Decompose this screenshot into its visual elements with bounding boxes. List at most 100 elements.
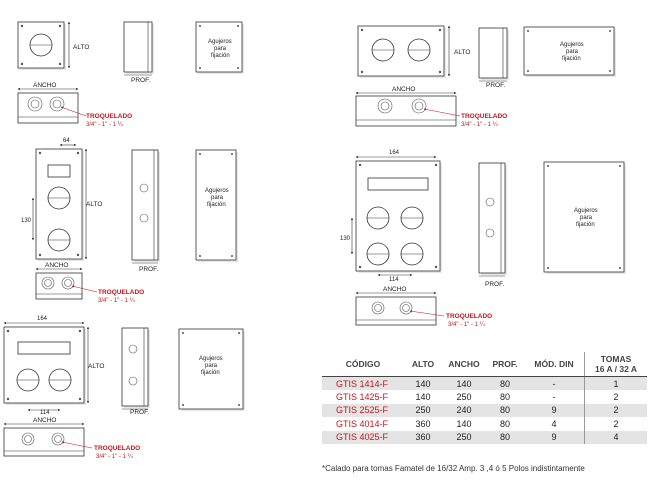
- ancho-label: ANCHO: [45, 262, 68, 269]
- prof-label: PROF.: [485, 281, 504, 288]
- cell-mod-din: -: [552, 392, 556, 403]
- agujeros-label: Agujeros: [199, 356, 223, 362]
- cell-prof: 80: [486, 430, 524, 444]
- table-row: GTIS 1425-F 140 250 80 - 2: [322, 390, 647, 404]
- cell-alto: 360: [404, 430, 442, 444]
- troquelado-label: TROQUELADO: [461, 113, 507, 120]
- cell-ancho: 140: [442, 376, 486, 391]
- cell-prof: 80: [486, 403, 524, 418]
- back-view: Agujeros para fijación: [178, 328, 245, 411]
- troquelado-sizes: 3/4" - 1" - 1 ¼: [448, 322, 486, 328]
- alto-label: ALTO: [454, 49, 470, 56]
- ancho-label: ANCHO: [33, 417, 56, 424]
- troquelado-sizes: 3/4" - 1" - 1 ¼: [96, 454, 134, 460]
- cell-alto: 360: [415, 418, 431, 429]
- cell-alto: 140: [415, 392, 431, 403]
- ancho-label: ANCHO: [383, 286, 406, 293]
- para-label: para: [214, 46, 227, 52]
- prof-label: PROF.: [139, 266, 158, 273]
- bottom-view: [355, 296, 437, 326]
- bottom-view: [355, 95, 457, 127]
- model-2525-drawing: 164 ALTO 114 PROF. Agujeros: [3, 316, 245, 460]
- cell-codigo: GTIS 4014-F: [336, 418, 389, 429]
- alto-label: ALTO: [88, 363, 104, 370]
- cell-codigo: GTIS 1414-F: [322, 376, 404, 391]
- table-row: GTIS 2525-F 250 240 80 9 2: [322, 403, 647, 418]
- cell-alto: 140: [404, 376, 442, 391]
- front-view: [355, 160, 442, 273]
- fijacion-label: fijación: [201, 370, 220, 376]
- agujeros-label: Agujeros: [560, 42, 584, 48]
- specifications-table: CÓDIGO ALTO ANCHO PROF. MÓD. DIN TOMAS 1…: [322, 352, 647, 444]
- back-view: Agujeros para fijación: [523, 26, 616, 77]
- table-row: GTIS 4014-F 360 140 80 4 2: [322, 417, 647, 431]
- fijacion-label: fijación: [207, 202, 226, 208]
- cell-prof: 80: [499, 392, 510, 403]
- header-codigo: CÓDIGO: [322, 352, 404, 377]
- fijacion-label: fijación: [211, 53, 230, 59]
- dim-114: 114: [40, 410, 50, 416]
- header-tomas-line2: 16 A / 32 A: [594, 364, 638, 374]
- cell-alto: 250: [404, 403, 442, 418]
- cell-mod-din: 9: [524, 430, 585, 444]
- model-4025-drawing: 164 130 114 PROF.: [340, 150, 626, 328]
- para-label: para: [580, 215, 593, 221]
- cell-ancho: 240: [442, 403, 486, 418]
- back-view: Agujeros para fijación: [195, 149, 238, 262]
- troquelado-sizes: 3/4" - 1" - 1 ¼: [98, 298, 136, 304]
- table-row: GTIS 4025-F 360 250 80 9 4: [322, 430, 647, 444]
- cell-mod-din: 4: [551, 418, 557, 429]
- header-tomas-line1: TOMAS: [600, 354, 632, 364]
- para-label: para: [566, 49, 579, 55]
- ancho-label: ANCHO: [33, 82, 56, 89]
- alto-label: ALTO: [86, 201, 102, 208]
- dim-130: 130: [21, 218, 32, 224]
- header-ancho: ANCHO: [442, 352, 486, 377]
- table-row: GTIS 1414-F 140 140 80 - 1: [322, 376, 647, 391]
- cell-tomas: 4: [584, 430, 647, 444]
- cell-mod-din: -: [524, 376, 585, 391]
- side-view: [123, 21, 154, 74]
- dim-114: 114: [389, 277, 399, 283]
- cell-ancho: 140: [456, 418, 472, 429]
- cell-ancho: 250: [442, 430, 486, 444]
- header-tomas: TOMAS 16 A / 32 A: [584, 352, 647, 377]
- header-alto: ALTO: [404, 352, 442, 377]
- bottom-view: [17, 92, 79, 124]
- back-view: Agujeros para fijación: [543, 161, 626, 274]
- agujeros-label: Agujeros: [208, 39, 232, 45]
- dim-164: 164: [389, 150, 400, 156]
- troquelado-sizes: 3/4" - 1" - 1 ¼: [461, 122, 499, 128]
- footnote: *Calado para tomas Famatel de 16/32 Amp.…: [322, 464, 585, 473]
- header-prof: PROF.: [486, 352, 524, 377]
- front-view: [3, 326, 86, 405]
- para-label: para: [211, 195, 224, 201]
- agujeros-label: Agujeros: [574, 208, 598, 214]
- dim-130: 130: [340, 236, 351, 242]
- para-label: para: [205, 363, 218, 369]
- alto-label: ALTO: [73, 44, 89, 51]
- prof-label: PROF.: [130, 409, 149, 416]
- dim-164: 164: [37, 316, 48, 322]
- troquelado-label: TROQUELADO: [94, 445, 140, 452]
- cell-prof: 80: [486, 376, 524, 391]
- cell-codigo: GTIS 2525-F: [322, 403, 404, 418]
- troquelado-label: TROQUELADO: [98, 289, 144, 296]
- side-view: [478, 27, 509, 80]
- cell-tomas: 2: [584, 403, 647, 418]
- cell-tomas: 2: [584, 417, 647, 431]
- model-1414-drawing: ALTO PROF. Agujeros para fijación ANCHO …: [17, 21, 244, 128]
- table-header-row: CÓDIGO ALTO ANCHO PROF. MÓD. DIN TOMAS 1…: [322, 352, 647, 377]
- side-view: [131, 149, 160, 262]
- troquelado-sizes: 3/4" - 1" - 1 ¼: [86, 122, 124, 128]
- ancho-label: ANCHO: [392, 86, 415, 93]
- cell-ancho: 250: [456, 392, 472, 403]
- bottom-view: [3, 427, 85, 457]
- cell-codigo: GTIS 4025-F: [322, 430, 404, 444]
- model-4014-drawing: 64 ALTO 130 PROF. Agujeros: [21, 138, 238, 304]
- front-view: [357, 25, 446, 78]
- side-view: [121, 327, 150, 408]
- cell-tomas: 1: [584, 376, 647, 391]
- prof-label: PROF.: [131, 77, 150, 84]
- header-mod-din: MÓD. DIN: [524, 352, 585, 377]
